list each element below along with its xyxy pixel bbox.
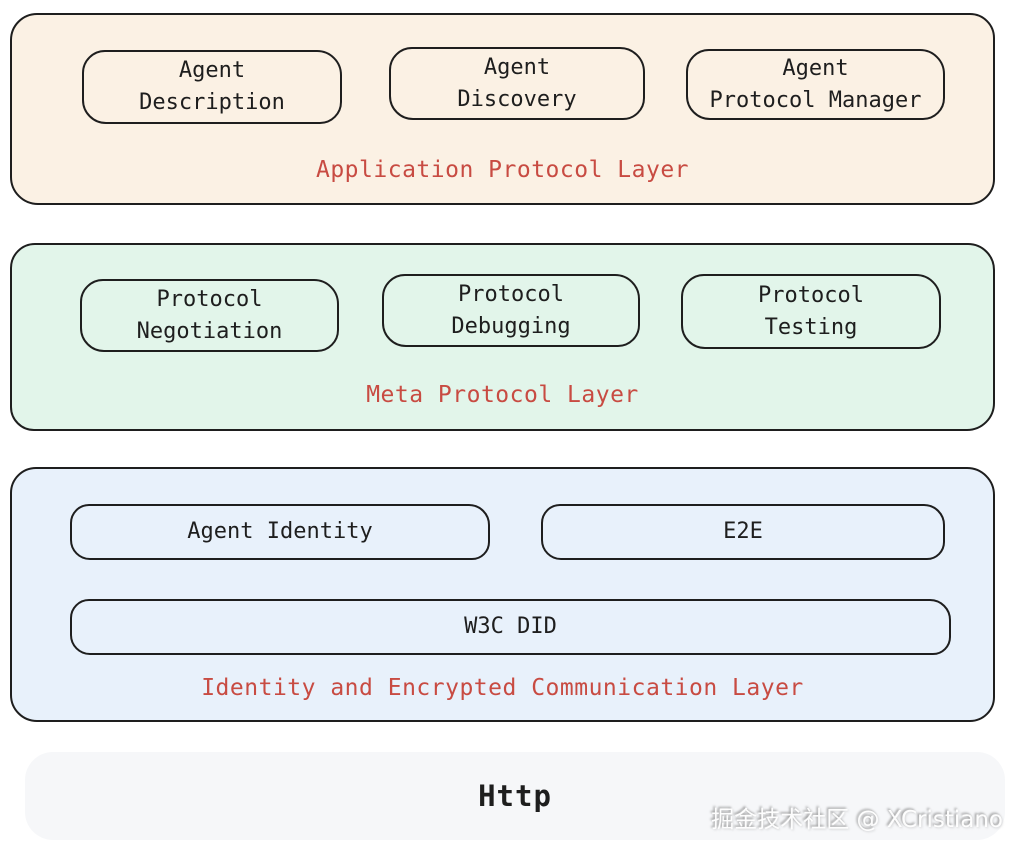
agent-discovery-box: Agent Discovery — [389, 47, 645, 120]
protocol-negotiation-label: Protocol Negotiation — [136, 286, 283, 344]
http-label: Http — [478, 779, 552, 813]
e2e-label: E2E — [723, 519, 763, 545]
protocol-debugging-box: Protocol Debugging — [382, 274, 640, 347]
w3c-did-box: W3C DID — [70, 599, 951, 655]
http-transport-bar: Http — [25, 752, 1005, 840]
agent-description-box: Agent Description — [82, 50, 342, 124]
protocol-debugging-label: Protocol Debugging — [451, 281, 571, 339]
w3c-did-label: W3C DID — [464, 614, 557, 640]
agent-protocol-manager-label: Agent Protocol Manager — [709, 55, 922, 113]
agent-protocol-manager-box: Agent Protocol Manager — [686, 49, 945, 120]
protocol-testing-label: Protocol Testing — [758, 282, 864, 340]
meta-protocol-layer-label: Meta Protocol Layer — [366, 382, 639, 408]
agent-description-label: Agent Description — [139, 58, 285, 115]
application-protocol-layer: Agent Description Agent Discovery Agent … — [10, 13, 995, 205]
protocol-testing-box: Protocol Testing — [681, 274, 941, 349]
application-protocol-layer-label: Application Protocol Layer — [315, 157, 690, 183]
agent-identity-label: Agent Identity — [187, 519, 373, 545]
protocol-negotiation-box: Protocol Negotiation — [80, 279, 339, 352]
watermark: 掘金技术社区 @ XCristiano — [711, 807, 1003, 833]
e2e-box: E2E — [541, 504, 945, 560]
identity-encrypted-communication-layer: Agent Identity E2E W3C DID Identity and … — [10, 467, 995, 722]
agent-discovery-label: Agent Discovery — [457, 54, 577, 112]
agent-identity-box: Agent Identity — [70, 504, 490, 560]
meta-protocol-layer: Protocol Negotiation Protocol Debugging … — [10, 243, 995, 431]
identity-encrypted-communication-layer-label: Identity and Encrypted Communication Lay… — [201, 675, 804, 701]
